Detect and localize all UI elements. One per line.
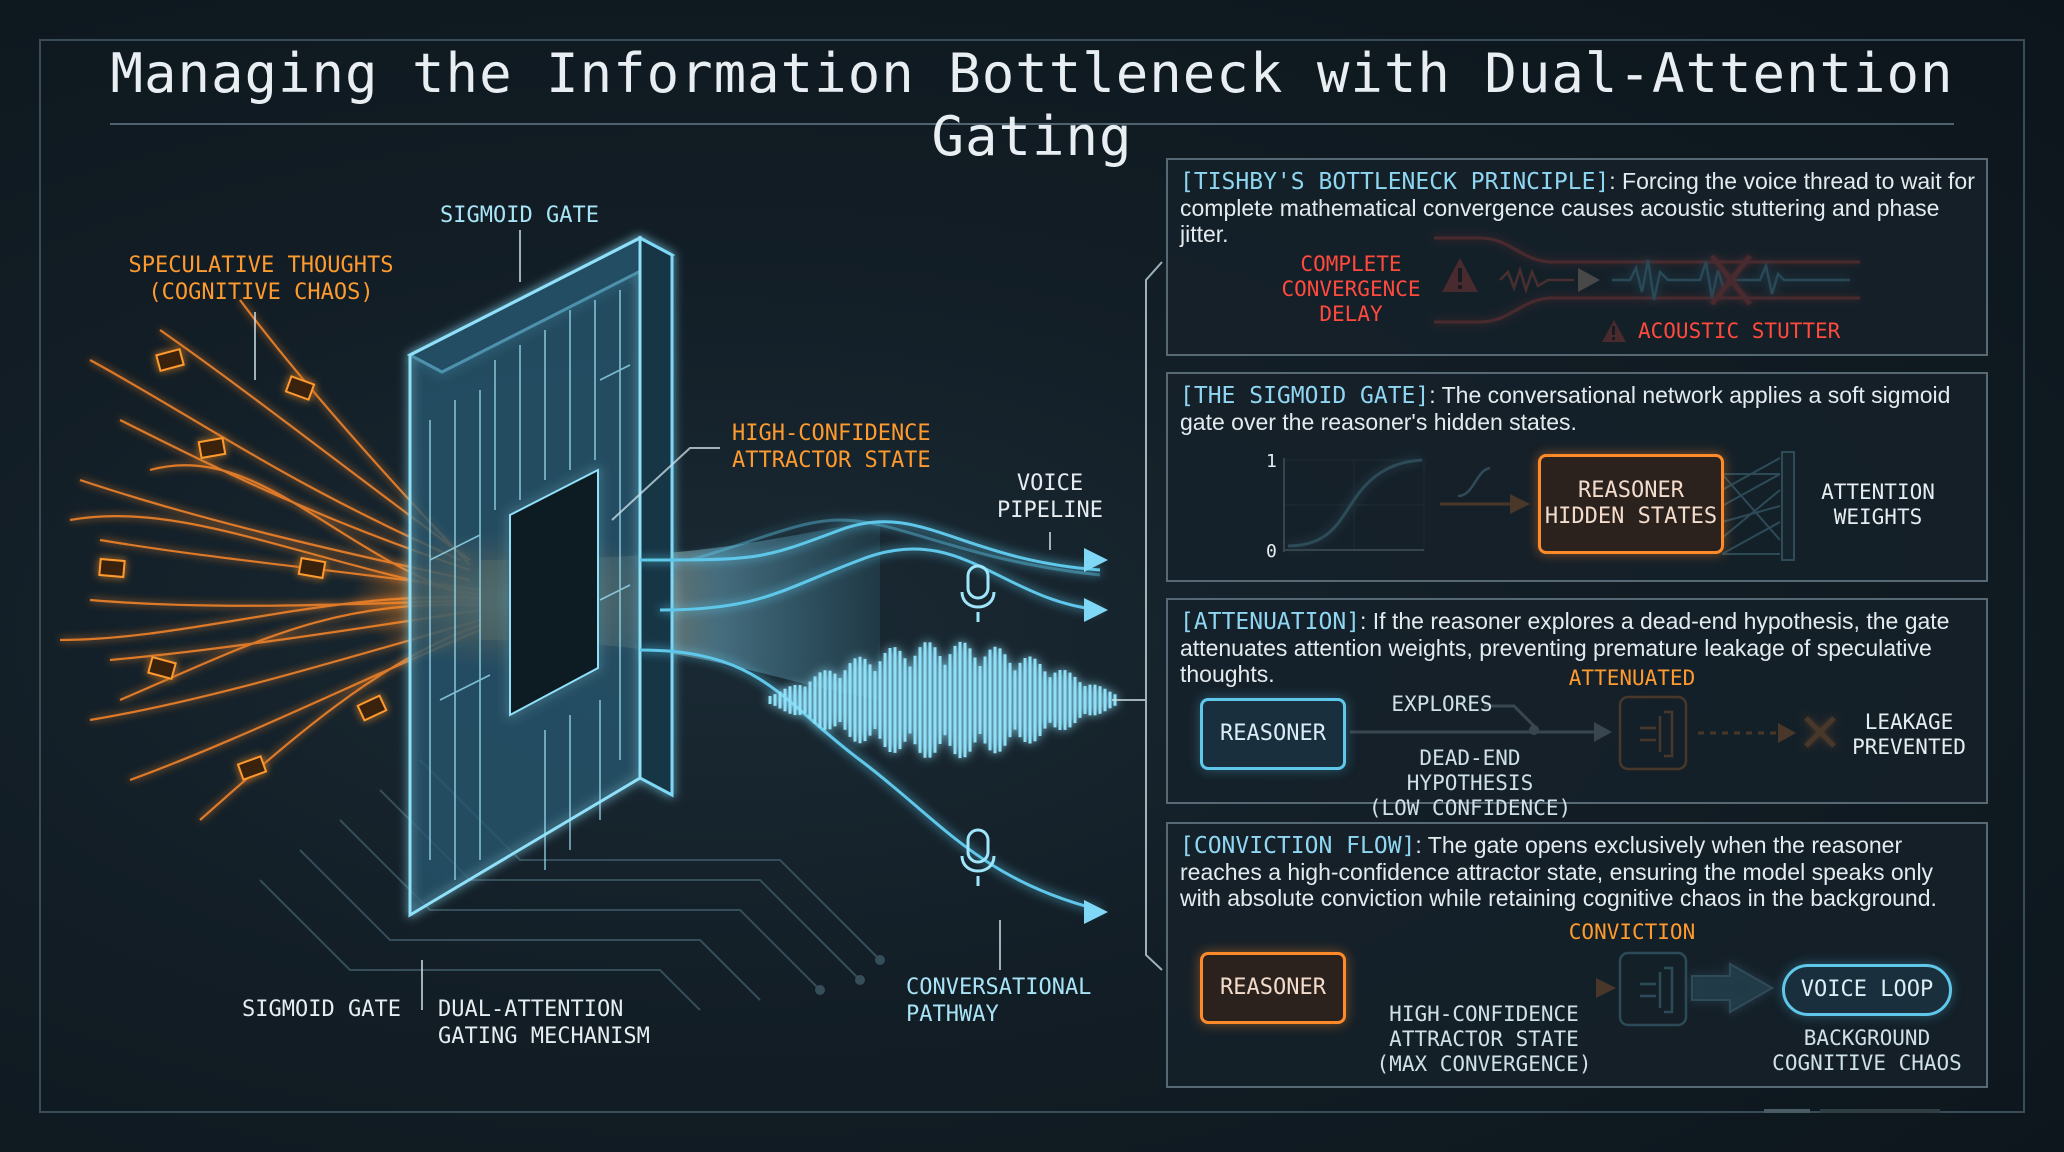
- label-line: CONVERGENCE: [1281, 277, 1421, 301]
- label-line: HIGH-CONFIDENCE: [732, 421, 931, 446]
- voice-loop-box: VOICE LOOP: [1782, 964, 1952, 1016]
- label-line: WEIGHTS: [1833, 505, 1923, 529]
- label-line: PIPELINE: [997, 498, 1103, 523]
- decor-bars: [1764, 1109, 1940, 1113]
- bottleneck-description: [TISHBY'S BOTTLENECK PRINCIPLE]: Forcing…: [1180, 168, 1980, 247]
- label-line: LEAKAGE: [1864, 710, 1954, 734]
- sigmoid-gate-top-label: SIGMOID GATE: [440, 203, 599, 228]
- voice-pipeline-label: VOICE PIPELINE: [990, 470, 1110, 524]
- high-confidence-state-label: HIGH-CONFIDENCE ATTRACTOR STATE (MAX CON…: [1364, 1002, 1604, 1077]
- attenuated-label: ATTENUATED: [1568, 666, 1696, 690]
- thought-fragments: [98, 347, 388, 781]
- attenuation-tag: [ATTENUATION]: [1180, 609, 1361, 635]
- label-line: BACKGROUND: [1803, 1026, 1931, 1050]
- page-title: Managing the Information Bottleneck with…: [110, 42, 1954, 168]
- pipeline-arrows: [1084, 548, 1108, 924]
- conviction-tag: [CONVICTION FLOW]: [1180, 833, 1416, 859]
- background-chaos-label: BACKGROUND COGNITIVE CHAOS: [1758, 1026, 1976, 1076]
- microphone-icon: [960, 828, 996, 886]
- dead-end-label: DEAD-END HYPOTHESIS (LOW CONFIDENCE): [1350, 746, 1590, 821]
- voice-pathway-lines: [639, 518, 1101, 912]
- attenuation-panel: [ATTENUATION]: If the reasoner explores …: [1166, 598, 1988, 820]
- label-line: SPECULATIVE THOUGHTS: [128, 253, 394, 278]
- label-line: (COGNITIVE CHAOS): [148, 280, 374, 305]
- label-line: PREVENTED: [1852, 735, 1966, 759]
- sigmoid-tag: [THE SIGMOID GATE]: [1180, 383, 1430, 409]
- conviction-description: [CONVICTION FLOW]: The gate opens exclus…: [1180, 832, 1980, 911]
- attenuation-description: [ATTENUATION]: If the reasoner explores …: [1180, 608, 1980, 687]
- sigmoid-description: [THE SIGMOID GATE]: The conversational n…: [1180, 382, 1980, 435]
- label-line: (LOW CONFIDENCE): [1368, 796, 1572, 820]
- bottleneck-text: : Forcing the voice thread to wait for c…: [1180, 168, 1975, 247]
- label-line: HIGH-CONFIDENCE: [1389, 1002, 1579, 1026]
- attenuation-text: : If the reasoner explores a dead-end hy…: [1180, 608, 1950, 687]
- leader-lines: [254, 230, 1163, 1010]
- bottleneck-tag: [TISHBY'S BOTTLENECK PRINCIPLE]: [1180, 169, 1610, 195]
- microphone-icon: [960, 564, 996, 622]
- voice-waveform: [768, 641, 1117, 759]
- sigmoid-gate-panel: [THE SIGMOID GATE]: The conversational n…: [1166, 372, 1988, 582]
- label-line: GATING MECHANISM: [438, 1024, 650, 1049]
- sigmoid-gate-bottom-label: SIGMOID GATE: [242, 997, 401, 1022]
- label-line: VOICE: [1016, 471, 1084, 496]
- reasoner-hidden-states-box: REASONER HIDDEN STATES: [1538, 454, 1724, 554]
- leakage-prevented-label: LEAKAGE PREVENTED: [1844, 710, 1974, 760]
- conviction-text: : The gate opens exclusively when the re…: [1180, 832, 1937, 911]
- label-line: REASONER: [1578, 478, 1684, 503]
- speculative-thoughts-label: SPECULATIVE THOUGHTS (COGNITIVE CHAOS): [96, 252, 426, 306]
- sigmoid-text: : The conversational network applies a s…: [1180, 382, 1951, 435]
- acoustic-stutter-label: ACOUSTIC STUTTER: [1638, 319, 1841, 343]
- attention-weights-label: ATTENTION WEIGHTS: [1808, 480, 1948, 530]
- label-line: DUAL-ATTENTION: [438, 997, 624, 1022]
- gate-circuitry: [429, 290, 631, 880]
- convergence-delay-label: COMPLETE CONVERGENCE DELAY: [1266, 252, 1436, 327]
- label-line: COGNITIVE CHAOS: [1772, 1051, 1962, 1075]
- conviction-flow-panel: [CONVICTION FLOW]: The gate opens exclus…: [1166, 822, 1988, 1088]
- attractor-state-label: HIGH-CONFIDENCE ATTRACTOR STATE: [732, 420, 931, 474]
- dual-attention-label: DUAL-ATTENTION GATING MECHANISM: [438, 996, 650, 1050]
- bottleneck-panel: [TISHBY'S BOTTLENECK PRINCIPLE]: Forcing…: [1166, 158, 1988, 356]
- label-line: HIDDEN STATES: [1544, 504, 1718, 529]
- axis-bottom-label: 0: [1266, 541, 1277, 562]
- axis-top-label: 1: [1266, 451, 1277, 472]
- label-line: DELAY: [1319, 302, 1383, 326]
- label-line: ATTENTION: [1821, 480, 1935, 504]
- label-line: CONVERSATIONAL: [906, 975, 1092, 1000]
- label-line: DEAD-END HYPOTHESIS: [1406, 746, 1534, 795]
- label-line: ATTRACTOR STATE: [1389, 1027, 1579, 1051]
- outer-frame: [39, 39, 2025, 1113]
- conversational-pathway-label: CONVERSATIONAL PATHWAY: [906, 974, 1091, 1028]
- label-line: (MAX CONVERGENCE): [1376, 1052, 1592, 1076]
- reasoner-box: REASONER: [1200, 698, 1346, 770]
- explores-label: EXPLORES: [1391, 692, 1493, 716]
- conviction-label: CONVICTION: [1568, 920, 1696, 944]
- sigmoid-gate-slab: [406, 235, 676, 918]
- label-line: ATTRACTOR STATE: [732, 448, 931, 473]
- label-line: COMPLETE: [1300, 252, 1402, 276]
- reasoner-box: REASONER: [1200, 952, 1346, 1024]
- label-line: PATHWAY: [906, 1002, 999, 1027]
